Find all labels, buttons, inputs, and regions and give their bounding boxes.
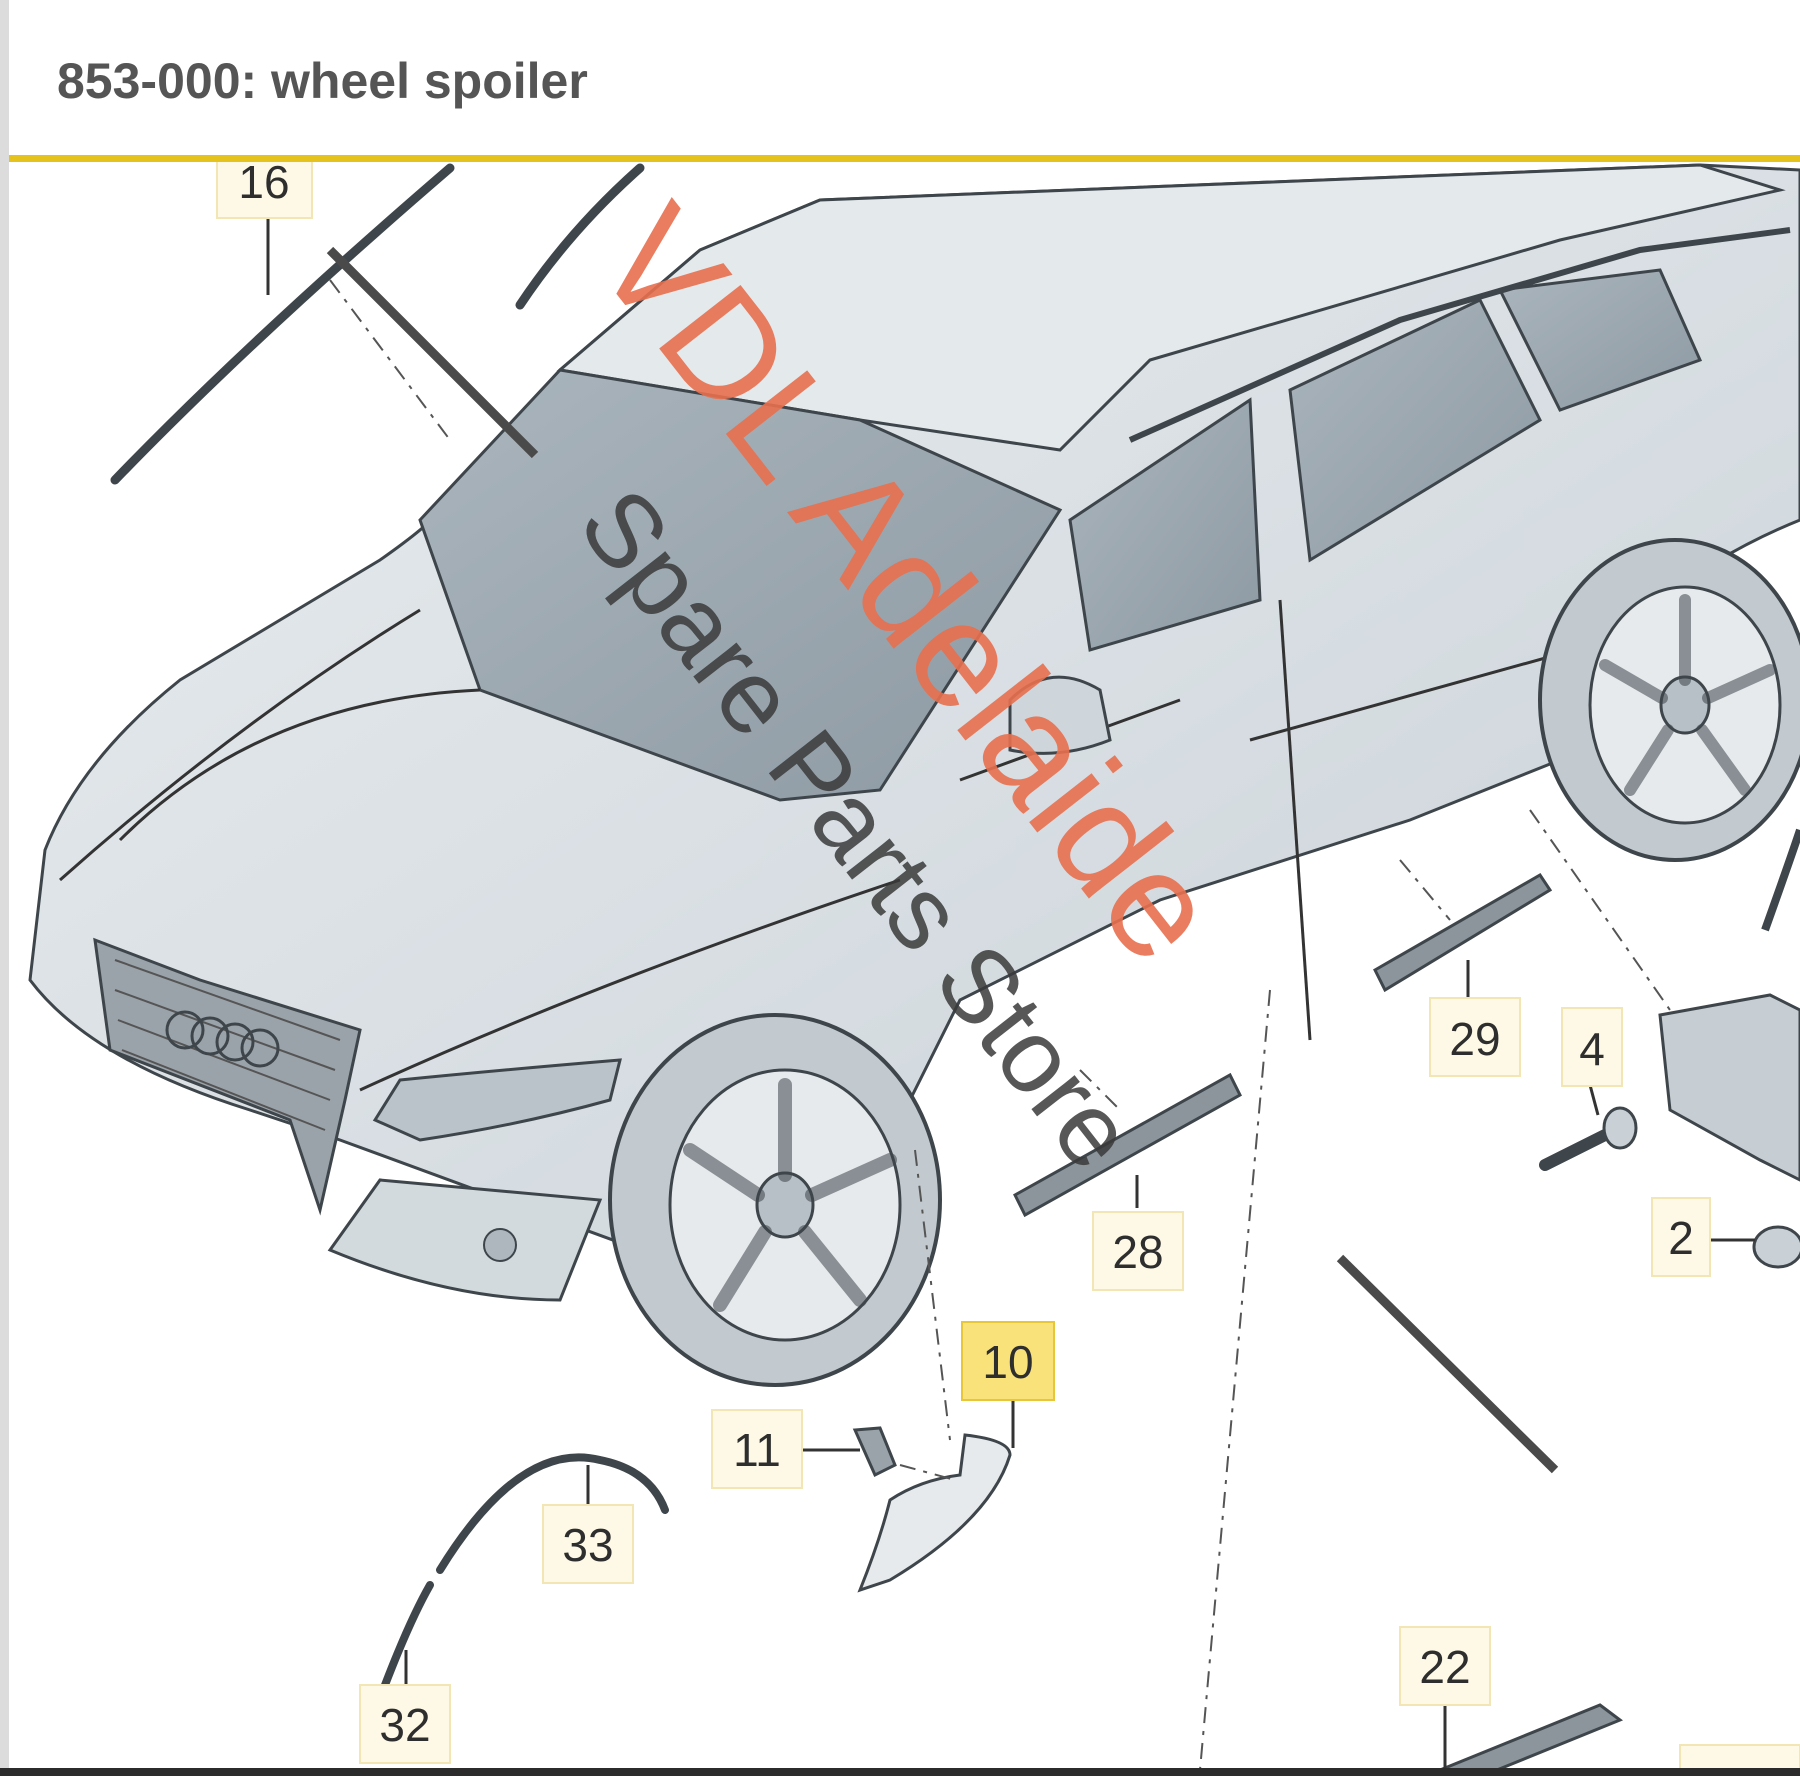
part-32-arch-trim	[381, 1581, 434, 1689]
windshield	[418, 368, 1063, 802]
callout-16[interactable]: 16	[216, 156, 313, 219]
callout-10[interactable]: 10	[961, 1321, 1055, 1401]
callout-33-label: 33	[562, 1519, 613, 1571]
bottom-edge-bar	[0, 1768, 1800, 1776]
roof-rail	[1128, 227, 1791, 443]
callout-22[interactable]: 22	[1399, 1626, 1491, 1706]
header-accent-rule	[9, 155, 1800, 162]
page-header: 853-000: wheel spoiler	[9, 0, 1800, 158]
callout-11-label: 11	[733, 1424, 781, 1476]
parts-exploded	[110, 163, 1800, 1768]
callout-partial-bottom-right	[1679, 1744, 1800, 1768]
page-title: 853-000: wheel spoiler	[57, 53, 588, 109]
vehicle-roof	[556, 163, 1786, 452]
front-bumper	[327, 1178, 603, 1302]
callout-33[interactable]: 33	[542, 1504, 634, 1584]
dashed-leaders	[329, 279, 1671, 1768]
callout-4-label: 4	[1579, 1023, 1605, 1075]
callout-28[interactable]: 28	[1092, 1211, 1184, 1291]
front-door-window	[1068, 397, 1262, 652]
fog-light	[483, 1228, 517, 1262]
rear-bracket	[1658, 993, 1800, 1182]
callout-11[interactable]: 11	[711, 1409, 803, 1489]
left-edge-strip	[0, 0, 9, 1776]
callout-32-label: 32	[379, 1699, 430, 1751]
callout-10-label: 10	[982, 1336, 1033, 1388]
callout-2[interactable]: 2	[1651, 1197, 1711, 1277]
part-11-clip	[852, 1426, 897, 1478]
callout-2-label: 2	[1668, 1212, 1694, 1264]
part-4-screw	[1539, 1106, 1638, 1171]
part-right-arch	[1761, 828, 1800, 932]
watermark-stroke-bottom	[1336, 1254, 1559, 1474]
callout-29-label: 29	[1449, 1013, 1500, 1065]
callout-29[interactable]: 29	[1429, 997, 1521, 1077]
callout-16-label: 16	[238, 156, 289, 208]
callout-22-label: 22	[1419, 1641, 1470, 1693]
part-22-strip	[1440, 1703, 1624, 1768]
headlight	[372, 1058, 622, 1142]
callout-28-label: 28	[1112, 1226, 1163, 1278]
front-wheel	[608, 1013, 942, 1387]
part-10-wheel-spoiler	[857, 1433, 1012, 1593]
part-33-arch-trim	[436, 1453, 669, 1574]
rear-wheel	[1538, 538, 1800, 862]
vehicle-illustration	[28, 163, 1800, 1387]
callout-leaders	[266, 218, 1755, 1768]
callout-4[interactable]: 4	[1561, 1007, 1623, 1087]
watermark-stroke-top	[326, 246, 539, 459]
grille-badge-icon	[165, 1010, 280, 1068]
part-29-sill-strip	[1373, 872, 1553, 993]
part-2-clip	[1752, 1225, 1800, 1269]
callout-32[interactable]: 32	[359, 1684, 451, 1764]
part-16-trim	[110, 163, 455, 485]
side-mirror	[1008, 675, 1112, 755]
rear-door-window	[1288, 298, 1542, 563]
part-16-trim-b	[515, 163, 645, 310]
part-28-sill-strip	[1013, 1072, 1242, 1218]
quarter-window	[1497, 268, 1703, 412]
